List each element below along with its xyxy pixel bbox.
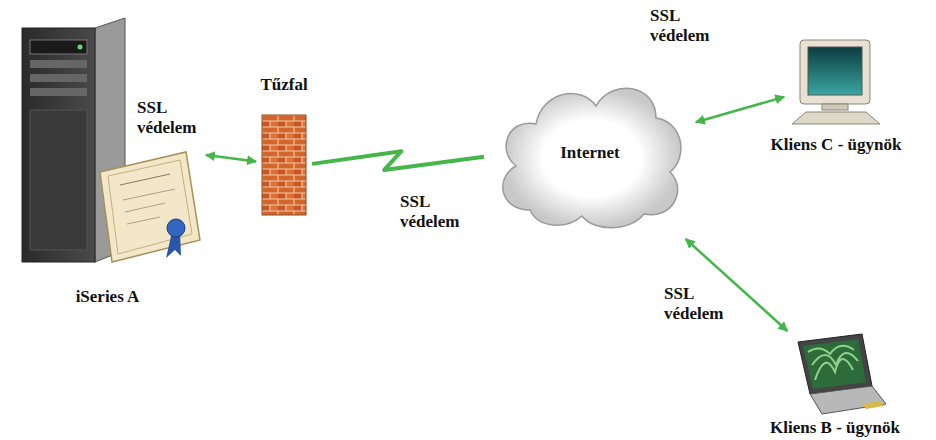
server-tower-part (30, 60, 87, 68)
laptop-computer-part (808, 346, 858, 380)
certificate-part (123, 189, 175, 200)
server-tower-part (30, 40, 87, 54)
edge-label: SSL védelem (135, 98, 198, 137)
laptop-computer (798, 334, 886, 414)
laptop-computer-part (810, 386, 886, 414)
desktop-computer-part (822, 104, 848, 110)
firewall-wall (262, 115, 306, 215)
node-label: Kliens B - ügynök (770, 418, 900, 438)
edge-label: SSL védelem (398, 192, 461, 231)
edge-label: SSL védelem (662, 284, 725, 323)
desktop-computer-part (800, 40, 870, 104)
certificate (100, 152, 200, 262)
certificate-part (100, 152, 200, 262)
laptop-computer-part (798, 334, 872, 394)
node-label: Internet (560, 143, 619, 163)
certificate-part (167, 219, 185, 237)
desktop-computer (792, 40, 880, 124)
ssl-arrow (206, 155, 256, 161)
node-label: Tűzfal (260, 75, 307, 95)
certificate-part (120, 174, 170, 185)
laptop-computer-part (803, 339, 866, 389)
server-tower-part (78, 45, 83, 50)
lightning-link (312, 151, 484, 170)
ssl-arrow (696, 97, 784, 122)
client-node: Kliens C - ügynök (790, 38, 882, 126)
node-label: iSeries A (76, 287, 140, 307)
laptop-computer-part (862, 401, 884, 409)
node-label: Kliens C - ügynök (771, 135, 902, 155)
firewall-wall-part (262, 115, 306, 215)
edge-label: SSL védelem (648, 6, 711, 45)
server-node: iSeries A (15, 20, 200, 265)
desktop-computer-part (792, 112, 880, 124)
server-tower-part (22, 28, 95, 262)
certificate-part (125, 203, 165, 212)
server-tower-part (30, 110, 87, 250)
server-tower-part (30, 74, 87, 82)
server-tower-part (30, 88, 87, 96)
desktop-computer-part (808, 47, 862, 95)
firewall-node: Tűzfal (262, 115, 306, 215)
certificate-part (127, 217, 160, 224)
cloud-node: Internet (490, 70, 690, 235)
client-node: Kliens B - ügynök (785, 335, 885, 413)
cloud-outline (503, 88, 681, 227)
